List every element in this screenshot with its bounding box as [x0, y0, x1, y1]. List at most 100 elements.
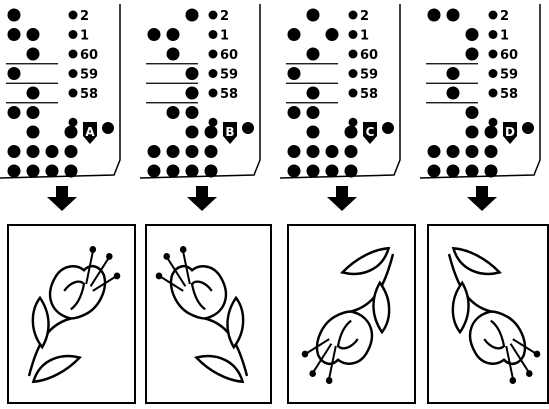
punch-hole [46, 165, 59, 178]
punch-hole [186, 67, 199, 80]
row-label: 2 [80, 9, 89, 24]
punch-hole [8, 106, 21, 119]
punch-hole [8, 9, 21, 22]
row-label: 60 [360, 48, 378, 63]
punch-hole [326, 28, 339, 41]
punch-hole [205, 126, 218, 139]
punch-hole [148, 28, 161, 41]
punch-hole [27, 165, 40, 178]
label-dot [209, 89, 218, 98]
punch-hole [485, 145, 498, 158]
label-dot [349, 11, 358, 20]
flower-frame-b [146, 225, 271, 403]
punch-hole [8, 145, 21, 158]
label-dot [209, 118, 218, 127]
key-letter: D [505, 125, 515, 139]
punch-hole [326, 145, 339, 158]
punch-hole [345, 145, 358, 158]
label-dot [69, 11, 78, 20]
punch-hole [382, 122, 394, 134]
punch-hole [186, 106, 199, 119]
label-dot [209, 30, 218, 39]
row-label: 1 [360, 29, 369, 44]
label-dot [69, 89, 78, 98]
punch-hole [148, 145, 161, 158]
punch-hole [167, 28, 180, 41]
punch-hole [307, 106, 320, 119]
punch-hole [288, 165, 301, 178]
punch-hole [288, 106, 301, 119]
punch-hole [148, 165, 161, 178]
row-label: 59 [80, 68, 98, 83]
punch-hole [27, 28, 40, 41]
key-letter: C [366, 125, 375, 139]
punch-hole [466, 126, 479, 139]
punch-hole [522, 122, 534, 134]
punch-hole [307, 165, 320, 178]
punch-hole [167, 48, 180, 61]
row-label: 60 [80, 48, 98, 63]
row-label: 2 [500, 9, 509, 24]
row-label: 2 [360, 9, 369, 24]
down-arrow [467, 186, 497, 211]
label-dot [349, 69, 358, 78]
row-label: 59 [360, 68, 378, 83]
punch-hole [466, 48, 479, 61]
punch-hole [428, 145, 441, 158]
punch-hole [8, 165, 21, 178]
punch-hole [447, 145, 460, 158]
punch-hole [466, 28, 479, 41]
punch-hole [102, 122, 114, 134]
label-dot [69, 50, 78, 59]
label-dot [349, 89, 358, 98]
row-label: 59 [220, 68, 238, 83]
punch-hole [65, 145, 78, 158]
punch-hole [186, 9, 199, 22]
punch-hole [27, 145, 40, 158]
row-label: 1 [500, 29, 509, 44]
label-dot [69, 118, 78, 127]
label-dot [489, 89, 498, 98]
punch-hole [167, 145, 180, 158]
label-dot [349, 50, 358, 59]
flower-frame-a [8, 225, 135, 403]
row-label: 58 [360, 87, 378, 102]
punch-hole [447, 87, 460, 100]
down-arrow [327, 186, 357, 211]
punch-hole [8, 67, 21, 80]
punch-hole [307, 9, 320, 22]
punch-hole [466, 106, 479, 119]
label-dot [69, 69, 78, 78]
row-label: 58 [220, 87, 238, 102]
punch-hole [447, 67, 460, 80]
punch-hole [186, 145, 199, 158]
row-label: 60 [500, 48, 518, 63]
label-dot [209, 50, 218, 59]
down-arrow [47, 186, 77, 211]
punch-hole [466, 145, 479, 158]
label-dot [489, 11, 498, 20]
label-dot [209, 69, 218, 78]
punch-hole [288, 28, 301, 41]
punch-hole [205, 145, 218, 158]
label-dot [349, 30, 358, 39]
punch-hole [288, 67, 301, 80]
row-label: 59 [500, 68, 518, 83]
punch-hole [27, 106, 40, 119]
punch-hole [186, 126, 199, 139]
punch-hole [428, 165, 441, 178]
punch-hole [307, 87, 320, 100]
row-label: 58 [80, 87, 98, 102]
punch-hole [186, 87, 199, 100]
label-dot [489, 30, 498, 39]
punch-hole [428, 9, 441, 22]
punch-hole [8, 28, 21, 41]
punch-hole [307, 48, 320, 61]
punch-hole [485, 165, 498, 178]
flower-frame-c [288, 225, 415, 403]
